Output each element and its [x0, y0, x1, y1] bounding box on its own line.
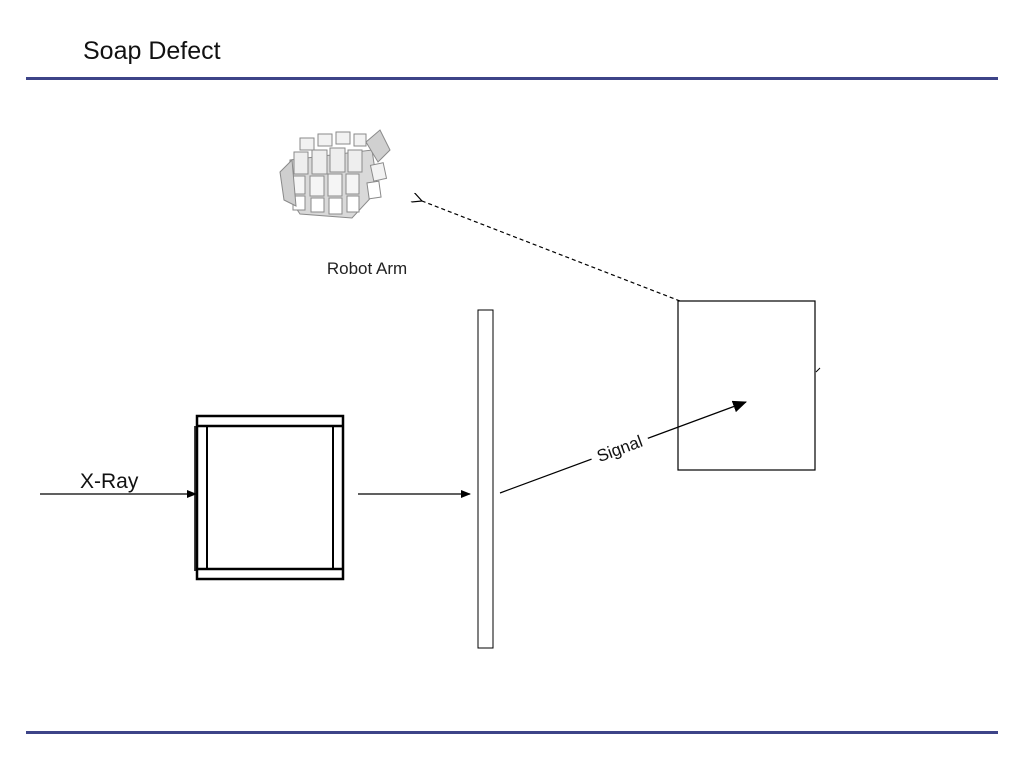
bottom-divider: [26, 731, 998, 734]
processor-box: [677, 300, 816, 471]
signal-label-bg: [587, 427, 651, 468]
xray-label: X-Ray: [80, 470, 139, 493]
detector-plate: [477, 309, 494, 649]
top-divider: [26, 77, 998, 80]
robot-arm-label: Robot Arm: [327, 259, 407, 278]
processor-tick: [815, 367, 821, 373]
soap-sample-box: [194, 414, 345, 581]
robot-hand-icon: [279, 129, 391, 219]
robot-command-arrow: [422, 201, 681, 302]
slide-title: Soap Defect: [83, 37, 221, 65]
